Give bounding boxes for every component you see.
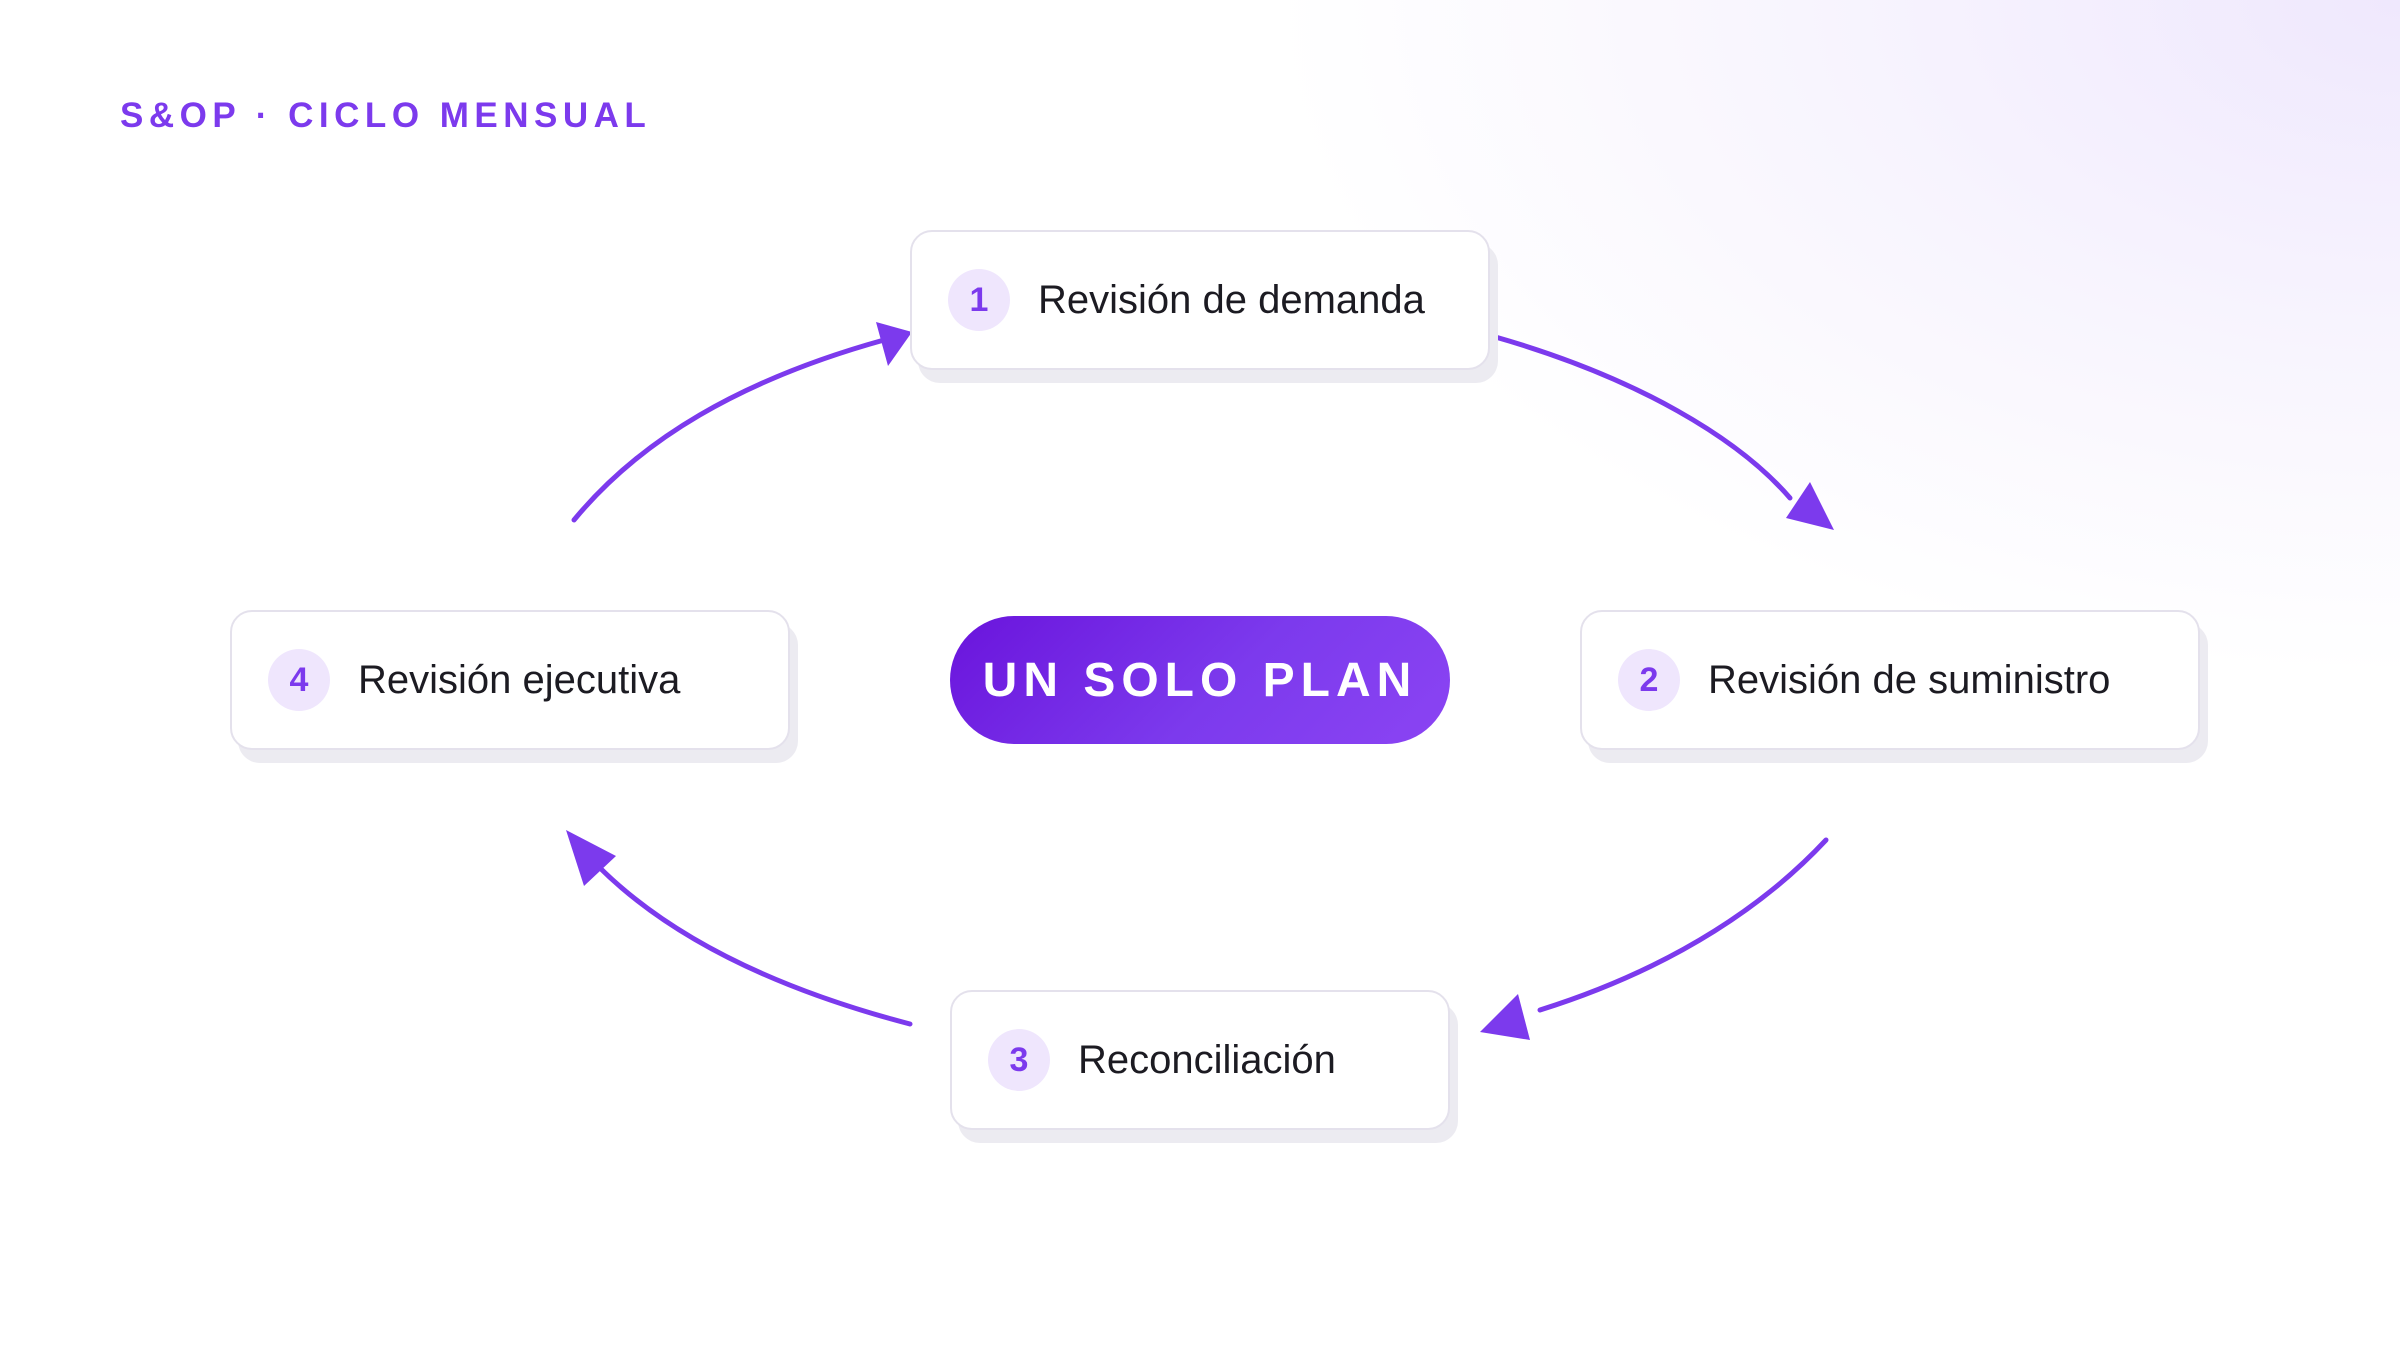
step-label: Reconciliación <box>1078 1037 1336 1082</box>
step-number-badge: 4 <box>268 649 330 711</box>
step-label: Revisión de demanda <box>1038 277 1425 322</box>
arrowhead-suministro-to-reconciliacion-icon <box>1480 994 1530 1040</box>
arrowhead-ejecutiva-to-demanda-icon <box>876 322 912 366</box>
step-node-suministro: 2 Revisión de suministro <box>1580 610 2200 750</box>
arrow-reconciliacion-to-ejecutiva <box>595 863 913 1027</box>
step-label: Revisión de suministro <box>1708 657 2111 702</box>
step-node-ejecutiva: 4 Revisión ejecutiva <box>230 610 790 750</box>
center-plan-pill: UN SOLO PLAN <box>950 616 1450 744</box>
arrow-suministro-to-reconciliacion <box>1537 837 1829 1013</box>
step-number-badge: 3 <box>988 1029 1050 1091</box>
arrow-demanda-to-suministro <box>1489 333 1793 501</box>
step-node-demanda: 1 Revisión de demanda <box>910 230 1490 370</box>
step-number-badge: 2 <box>1618 649 1680 711</box>
arrowhead-demanda-to-suministro-icon <box>1786 482 1834 530</box>
page-eyebrow-title: S&OP · CICLO MENSUAL <box>120 96 652 135</box>
step-number-badge: 1 <box>948 269 1010 331</box>
arrow-ejecutiva-to-demanda <box>571 337 887 523</box>
step-label: Revisión ejecutiva <box>358 657 681 702</box>
arrowhead-reconciliacion-to-ejecutiva-icon <box>566 830 616 886</box>
step-node-reconciliacion: 3 Reconciliación <box>950 990 1450 1130</box>
